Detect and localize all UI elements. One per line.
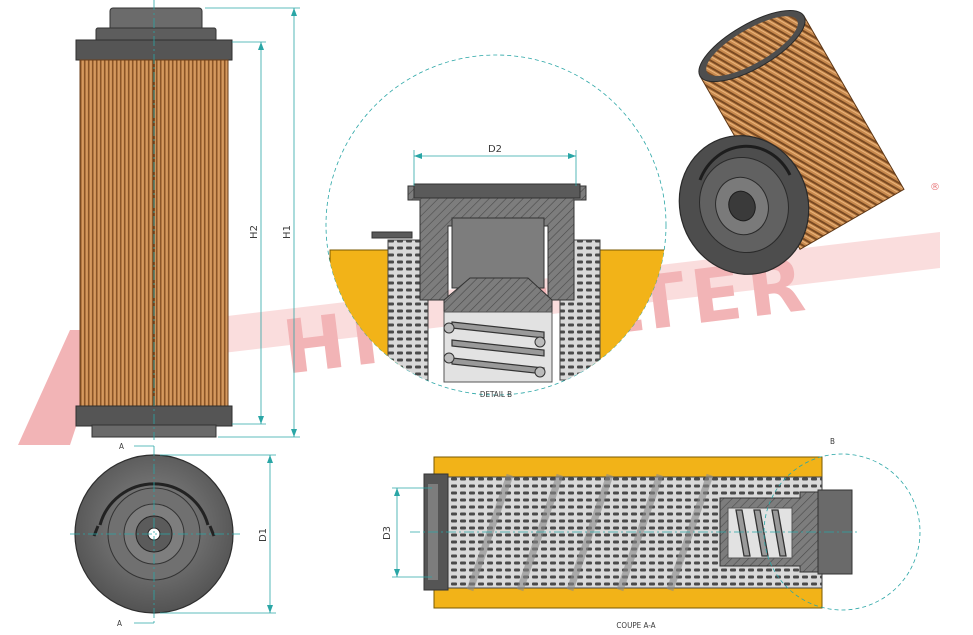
section-mark-b: B [830,437,835,446]
front-view [75,0,233,440]
label-d3: D3 [382,526,393,540]
isometric-view: ® [678,10,940,275]
label-d1: D1 [258,528,269,542]
section-mark-a-bottom: A [117,619,122,628]
label-h2: H2 [249,225,260,239]
dimension-h2: H2 [232,41,266,425]
section-a-a: B D3 COUPE A-A [382,437,921,630]
svg-text:®: ® [930,182,940,193]
caption-detail-b: DETAIL B [480,390,512,399]
label-h1: H1 [282,225,293,239]
section-mark-a-top: A [119,442,124,451]
label-d2: D2 [488,144,502,155]
dimension-h1: H1 [205,7,300,438]
dimension-d1: D1 [160,454,276,614]
caption-coupe-a-a: COUPE A-A [616,621,655,630]
bottom-view: A A [70,442,240,628]
